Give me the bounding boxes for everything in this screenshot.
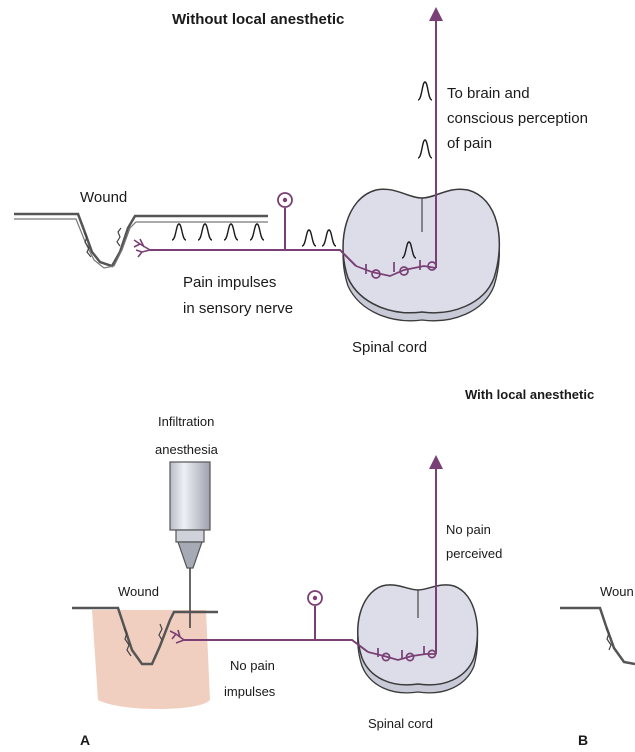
bottom-wound-label: Wound [118, 584, 159, 599]
top-cord-label: Spinal cord [352, 339, 427, 356]
infiltration-label-1: Infiltration [158, 414, 214, 429]
no-pain-impulses-2: impulses [224, 684, 276, 699]
syringe-collar [176, 530, 204, 542]
top-spinal-cord [343, 189, 499, 321]
top-nerve-ending [134, 239, 150, 257]
impulse-spike-5 [302, 230, 316, 246]
top-sensory-nerve [150, 250, 356, 266]
impulse-spike-1 [172, 224, 186, 240]
top-cord-body [343, 189, 499, 313]
no-pain-impulses-1: No pain [230, 658, 275, 673]
top-ascending-impulse-2 [418, 140, 432, 158]
top-heading: Without local anesthetic [172, 11, 344, 28]
bottom-spinal-cord [358, 585, 478, 693]
panel-letter-a: A [80, 732, 90, 748]
panel-letter-b: B [578, 732, 588, 748]
bottom-tissue [92, 610, 210, 709]
bottom-panel: With local anesthetic Infiltration anest… [72, 387, 635, 748]
impulse-spike-3 [224, 224, 238, 240]
top-ascending-impulse-1 [418, 82, 432, 100]
syringe-hub [178, 542, 202, 568]
bottom-heading: With local anesthetic [465, 387, 594, 402]
top-ganglion-nucleus [283, 198, 287, 202]
panel-b-partial: Woun [560, 584, 635, 664]
top-wound-label: Wound [80, 189, 127, 206]
no-pain-perceived-2: perceived [446, 546, 502, 561]
top-pain-label-1: Pain impulses [183, 274, 276, 291]
top-pain-label-2: in sensory nerve [183, 300, 293, 317]
infiltration-label-2: anesthesia [155, 442, 219, 457]
bottom-cord-label: Spinal cord [368, 716, 433, 731]
impulse-spike-4 [250, 224, 264, 240]
top-brain-label-1: To brain and [447, 85, 530, 102]
syringe-barrel [170, 462, 210, 530]
impulse-spike-2 [198, 224, 212, 240]
top-impulse-spikes [172, 224, 336, 246]
top-panel: Without local anesthetic Wound [14, 11, 588, 356]
no-pain-perceived-1: No pain [446, 522, 491, 537]
bottom-ganglion-nucleus [313, 596, 317, 600]
panel-b-wound-label: Woun [600, 584, 634, 599]
top-brain-label-3: of pain [447, 135, 492, 152]
syringe [170, 462, 210, 628]
impulse-spike-6 [322, 230, 336, 246]
top-brain-label-2: conscious perception [447, 110, 588, 127]
panel-b-skin [560, 608, 635, 664]
bottom-sensory-nerve [184, 640, 368, 652]
